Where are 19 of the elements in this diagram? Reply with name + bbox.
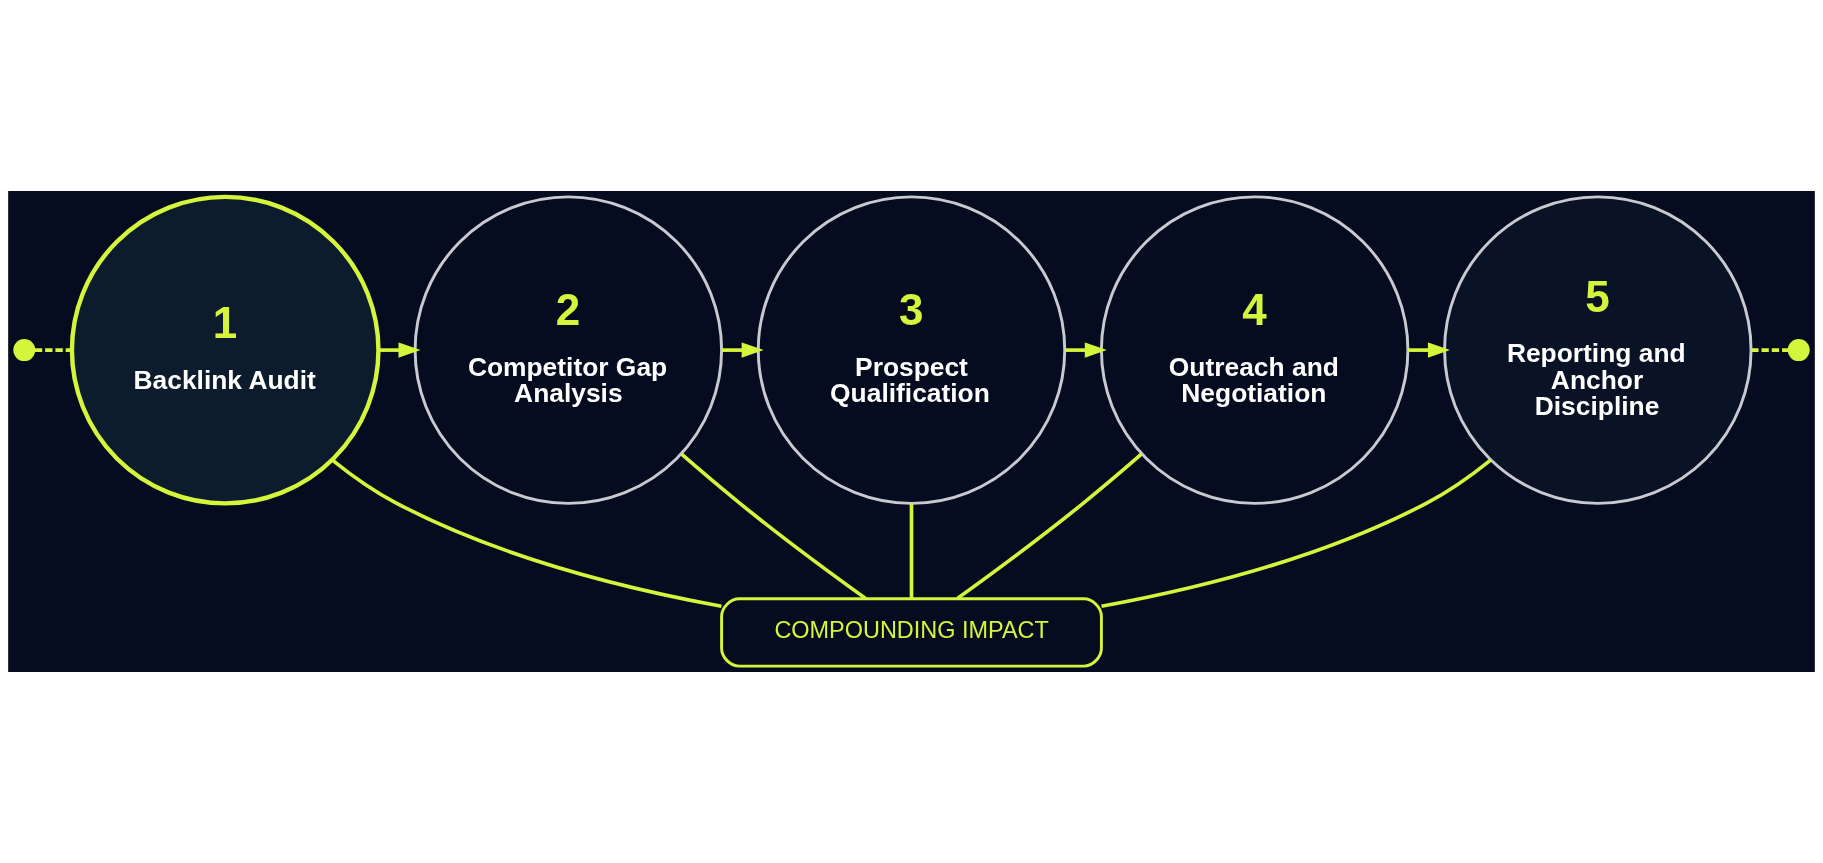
connector xyxy=(1751,348,1789,352)
node-circle xyxy=(1787,339,1810,362)
node-box: COMPOUNDING IMPACT xyxy=(720,597,1103,668)
node-circle: 5 Reporting and Anchor Discipline xyxy=(1443,195,1753,505)
node-circle xyxy=(13,339,36,362)
node-circle: 2 Competitor Gap Analysis xyxy=(413,195,724,505)
arrow xyxy=(1065,342,1107,358)
node-circle: 1 Backlink Audit xyxy=(69,194,381,506)
connector xyxy=(909,503,914,599)
arrow xyxy=(1408,342,1450,358)
node-circle: 3 Prospect Qualification xyxy=(756,195,1067,505)
arrow xyxy=(721,342,764,358)
arrow xyxy=(378,342,421,358)
connector xyxy=(956,452,1143,600)
connector xyxy=(331,458,722,609)
connector xyxy=(34,348,72,352)
connector xyxy=(680,452,867,600)
node-circle: 4 Outreach and Negotiation xyxy=(1099,195,1410,505)
connector xyxy=(1101,458,1492,609)
